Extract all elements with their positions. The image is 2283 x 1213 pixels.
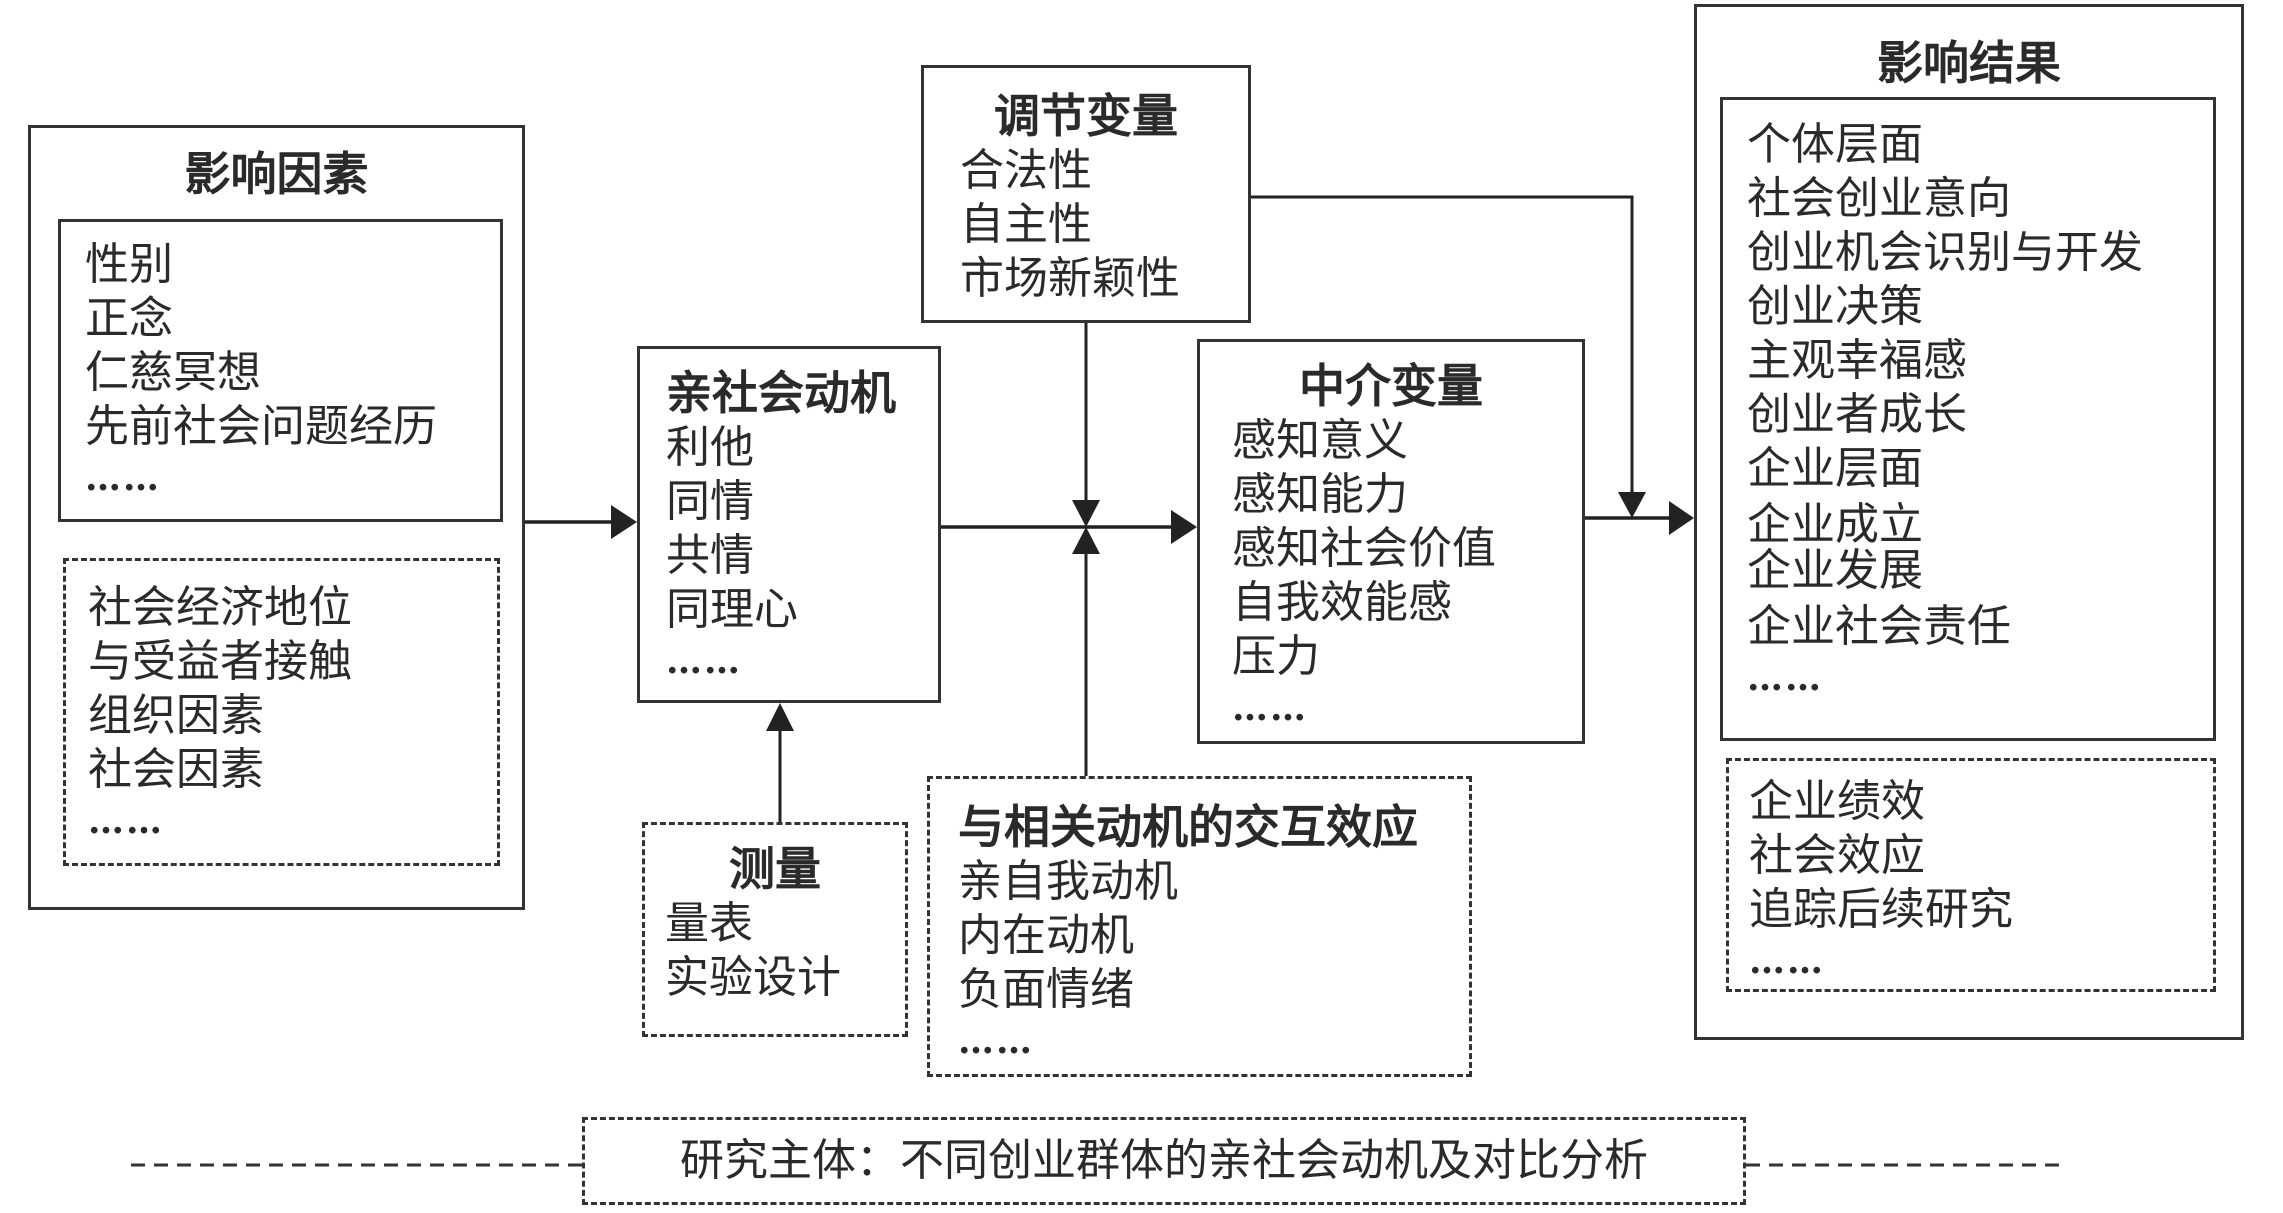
list-item-ellipsis: …… [85, 457, 161, 499]
list-item: 压力 [1232, 631, 1320, 682]
list-item: 创业者成长 [1747, 389, 1967, 440]
list-item: 企业绩效 [1749, 776, 1925, 827]
list-item-ellipsis: …… [1747, 657, 1823, 699]
list-item: 创业决策 [1747, 281, 1923, 332]
outcomes-main-list: 个体层面 社会创业意向 创业机会识别与开发 创业决策 主观幸福感 创业者成长 企… [1747, 118, 2213, 702]
arrow-mediators-to-outcomes [1585, 501, 1694, 535]
list-item: 社会创业意向 [1747, 173, 2011, 224]
list-item: 感知意义 [1232, 415, 1408, 466]
measurement-box: 测量 量表 实验设计 [642, 822, 908, 1037]
list-item: 利他 [666, 422, 754, 473]
list-item-ellipsis: …… [88, 800, 164, 842]
mediators-title: 中介变量 [1299, 359, 1483, 413]
list-item: 主观幸福感 [1747, 335, 1967, 386]
list-item: 感知能力 [1232, 469, 1408, 520]
interaction-effects-box: 与相关动机的交互效应 亲自我动机 内在动机 负面情绪 …… [927, 776, 1472, 1077]
research-subject-box: 研究主体：不同创业群体的亲社会动机及对比分析 [582, 1117, 1746, 1205]
individual-factors-box: 性别 正念 仁慈冥想 先前社会问题经历 …… [58, 219, 503, 522]
moderators-box: 调节变量 合法性 自主性 市场新颖性 [921, 65, 1251, 323]
research-subject-text: 研究主体：不同创业群体的亲社会动机及对比分析 [680, 1135, 1648, 1186]
mediators-box: 中介变量 感知意义 感知能力 感知社会价值 自我效能感 压力 …… [1197, 339, 1585, 744]
list-item: 自我效能感 [1232, 577, 1452, 628]
moderators-title: 调节变量 [994, 89, 1178, 143]
list-item: 创业机会识别与开发 [1747, 227, 2143, 278]
list-item: 同理心 [666, 584, 798, 635]
mediators-list: 感知意义 感知能力 感知社会价值 自我效能感 压力 …… [1232, 414, 1582, 732]
arrow-moderators-to-outcomes [1251, 195, 1646, 518]
contextual-factors-box: 社会经济地位 与受益者接触 组织因素 社会因素 …… [63, 558, 500, 866]
list-item: 正念 [85, 293, 173, 344]
outcomes-panel: 影响结果 [1694, 4, 2244, 1040]
arrow-motivation-to-mediators [941, 510, 1197, 544]
list-item: 性别 [85, 239, 173, 290]
arrow-factors-to-motivation [525, 505, 637, 539]
arrow-measurement-to-motivation [766, 703, 794, 822]
list-item: 企业层面 [1747, 443, 1923, 494]
list-item: 同情 [666, 476, 754, 527]
list-item: 与受益者接触 [88, 636, 352, 687]
list-item: 感知社会价值 [1232, 523, 1496, 574]
arrow-interaction-to-path [1072, 527, 1100, 776]
list-item: 合法性 [960, 145, 1092, 196]
list-item: 内在动机 [958, 910, 1134, 961]
list-item-ellipsis: …… [1232, 687, 1308, 729]
prosocial-motivation-box: 亲社会动机 利他 同情 共情 同理心 …… [637, 346, 941, 703]
prosocial-motivation-list: 利他 同情 共情 同理心 …… [666, 421, 938, 685]
individual-factors-list: 性别 正念 仁慈冥想 先前社会问题经历 …… [85, 238, 500, 502]
list-item: 追踪后续研究 [1749, 884, 2013, 935]
interaction-effects-list: 亲自我动机 内在动机 负面情绪 …… [958, 855, 1469, 1065]
list-item-ellipsis: …… [1749, 940, 1825, 982]
list-item: 企业成立 [1747, 499, 1923, 550]
list-item: 仁慈冥想 [85, 347, 261, 398]
outcomes-extended-list: 企业绩效 社会效应 追踪后续研究 …… [1749, 775, 2213, 985]
interaction-effects-title: 与相关动机的交互效应 [958, 800, 1418, 854]
list-item: 量表 [665, 898, 753, 949]
list-item: 先前社会问题经历 [85, 401, 437, 452]
list-item: 市场新颖性 [960, 253, 1180, 304]
list-item: 自主性 [960, 199, 1092, 250]
moderators-list: 合法性 自主性 市场新颖性 [960, 144, 1248, 306]
measurement-title: 测量 [729, 842, 821, 896]
list-item: 共情 [666, 530, 754, 581]
list-item: 企业发展 [1747, 545, 1923, 596]
list-item-ellipsis: …… [666, 640, 742, 682]
contextual-factors-list: 社会经济地位 与受益者接触 组织因素 社会因素 …… [88, 581, 497, 845]
list-item: 负面情绪 [958, 964, 1134, 1015]
outcomes-title: 影响结果 [1877, 36, 2061, 90]
list-item: 社会因素 [88, 744, 264, 795]
influencing-factors-title: 影响因素 [184, 147, 369, 201]
list-item: 企业社会责任 [1747, 601, 2011, 652]
outcomes-extended-box: 企业绩效 社会效应 追踪后续研究 …… [1726, 758, 2216, 992]
list-item: 社会效应 [1749, 830, 1925, 881]
influencing-factors-panel: 影响因素 [28, 125, 525, 910]
list-item: 个体层面 [1747, 119, 1923, 170]
list-item: 组织因素 [88, 690, 264, 741]
outcomes-main-box: 个体层面 社会创业意向 创业机会识别与开发 创业决策 主观幸福感 创业者成长 企… [1720, 97, 2216, 741]
list-item: 社会经济地位 [88, 582, 352, 633]
list-item: 亲自我动机 [958, 856, 1178, 907]
arrow-moderators-to-path [1072, 323, 1100, 527]
prosocial-motivation-title: 亲社会动机 [666, 366, 896, 420]
list-item: 实验设计 [665, 952, 841, 1003]
measurement-list: 量表 实验设计 [665, 897, 905, 1005]
list-item-ellipsis: …… [958, 1020, 1034, 1062]
